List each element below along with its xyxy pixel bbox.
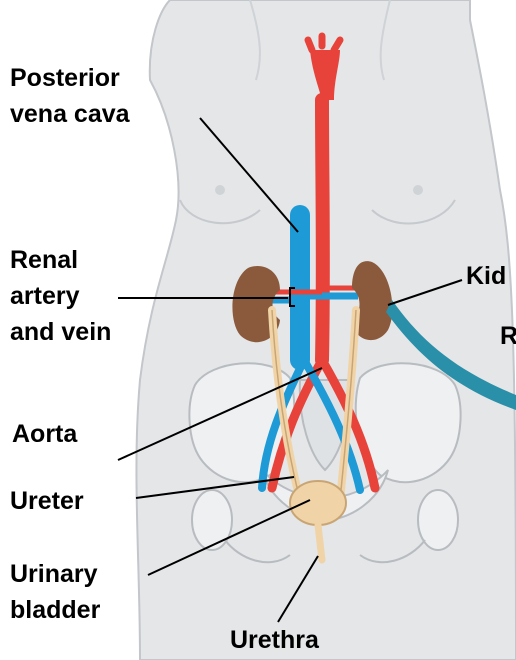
label-line: and vein (10, 314, 111, 350)
urinary-bladder (290, 481, 346, 525)
aorta-label: Aorta (12, 416, 77, 452)
posterior-vena-cava-label: Posterior vena cava (10, 60, 130, 132)
urethra (318, 525, 322, 560)
left-nipple (215, 185, 225, 195)
right-nipple (413, 185, 423, 195)
ureter-label: Ureter (10, 483, 84, 519)
cut-off-label: R (500, 318, 516, 354)
urethra-label: Urethra (230, 622, 319, 658)
label-line: Posterior (10, 60, 130, 96)
urinary-bladder-label: Urinary bladder (10, 556, 100, 628)
renal-artery-vein-label: Renal artery and vein (10, 242, 111, 350)
label-line: Urinary (10, 556, 100, 592)
kidney-label: Kid (466, 258, 506, 294)
label-line: bladder (10, 592, 100, 628)
aorta (322, 100, 323, 360)
label-line: Renal (10, 242, 111, 278)
label-line: vena cava (10, 96, 130, 132)
label-line: artery (10, 278, 111, 314)
